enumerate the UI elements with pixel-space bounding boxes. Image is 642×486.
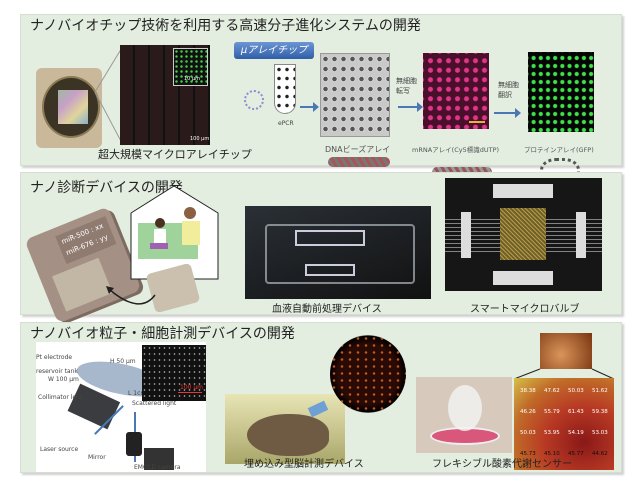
tube-icon	[274, 64, 296, 114]
dna-molecule	[328, 157, 390, 167]
sensor-value: 54.19	[568, 430, 584, 436]
chip-badge: μアレイチップ	[234, 42, 314, 59]
measurement-setup-diagram: Pt electrode H 50 μm reservoir tank W 10…	[36, 342, 206, 472]
house-outline	[130, 185, 219, 280]
sensor-value: 50.03	[520, 430, 536, 436]
dna-bead-array	[320, 53, 390, 137]
blood-device-photo	[245, 206, 431, 299]
brain-slice-thumbnail	[540, 333, 592, 369]
panel-title: ナノバイオ粒子・細胞計測デバイスの開発	[30, 326, 295, 342]
panel-title: ナノバイオチップ技術を利用する高速分子進化システムの開発	[30, 18, 421, 34]
oxygen-sensor-heatmap	[514, 378, 614, 470]
bead-icon	[244, 90, 264, 110]
sensor-value: 45.10	[544, 451, 560, 457]
particle-image: 100 μm	[142, 345, 206, 401]
panel-title: ナノ診断デバイスの開発	[30, 180, 183, 196]
arrow	[300, 102, 319, 112]
sensor-value: 45.77	[568, 451, 584, 457]
sensor-value: 61.43	[568, 409, 584, 415]
curved-arrow	[106, 286, 156, 305]
microarray-label: 超大規模マイクロアレイチップ	[98, 148, 252, 161]
mouse-photo	[225, 394, 345, 464]
brain-fluorescence-image	[330, 335, 406, 413]
microarray-image: 10 μm 100 μm	[120, 45, 210, 145]
sensor-value: 59.38	[592, 409, 608, 415]
wafer-photo	[36, 68, 102, 148]
sensor-value: 47.62	[544, 388, 560, 394]
sensor-value: 51.62	[592, 388, 608, 394]
mrna-array	[423, 53, 489, 129]
sensor-value: 38.38	[520, 388, 536, 394]
sensor-value: 55.79	[544, 409, 560, 415]
zoom-lines	[513, 368, 615, 380]
microvalve-photo	[445, 178, 602, 291]
arrow	[494, 108, 521, 118]
sensor-value: 44.62	[592, 451, 608, 457]
protein-array	[528, 52, 594, 132]
arrow	[398, 102, 423, 112]
sensor-value: 53.03	[592, 430, 608, 436]
sensor-value: 53.95	[544, 430, 560, 436]
petri-dish-photo	[416, 377, 512, 453]
sensor-value: 50.03	[568, 388, 584, 394]
sensor-value: 45.73	[520, 451, 536, 457]
sensor-value: 46.26	[520, 409, 536, 415]
zoom-lines	[95, 45, 124, 146]
